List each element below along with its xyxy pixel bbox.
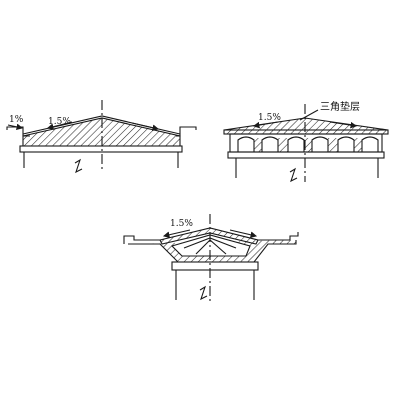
web-hatch-4 bbox=[328, 138, 338, 152]
cell-2 bbox=[261, 136, 279, 152]
break-mark-right bbox=[289, 167, 298, 183]
figure-bottom bbox=[123, 214, 299, 304]
triangular-layer-label: 三角垫层 bbox=[320, 100, 360, 113]
web-hatch-1 bbox=[254, 138, 262, 152]
right-parapet bbox=[258, 232, 299, 241]
slope-label-deck: 1.5% bbox=[48, 117, 71, 127]
inner-cell bbox=[170, 234, 251, 257]
slope-arrow-left bbox=[46, 121, 73, 130]
slope-arrow-b-left bbox=[162, 229, 191, 238]
figure-top-right bbox=[223, 104, 389, 183]
slope-arrow-right bbox=[131, 122, 160, 131]
cell-3 bbox=[287, 136, 305, 152]
slope-label-bottom: 1.5% bbox=[170, 219, 193, 229]
break-mark bbox=[74, 158, 83, 174]
cap-beam-right bbox=[227, 151, 385, 159]
slope-label-edge: 1% bbox=[9, 115, 24, 125]
slope-label-right: 1.5% bbox=[258, 113, 281, 123]
slope-arrow-r-right bbox=[329, 121, 358, 129]
cell-5 bbox=[337, 136, 355, 152]
slope-arrow-b-right bbox=[229, 229, 258, 238]
web-hatch-2 bbox=[278, 138, 288, 152]
slope-arrow-r-left bbox=[252, 121, 279, 129]
left-parapet bbox=[123, 235, 160, 244]
deck-plate bbox=[223, 129, 389, 135]
break-mark-bottom bbox=[199, 285, 208, 301]
cell-6 bbox=[361, 136, 379, 152]
cap-beam-bottom bbox=[171, 261, 259, 271]
web-hatch-3 bbox=[304, 138, 312, 152]
slope-arrow-edge bbox=[7, 123, 24, 131]
figure-top-left bbox=[6, 100, 197, 174]
label-leader bbox=[299, 109, 319, 121]
cell-4 bbox=[311, 136, 329, 152]
cap-beam bbox=[19, 145, 183, 153]
cell-1 bbox=[237, 136, 255, 152]
right-curb bbox=[176, 126, 197, 137]
web-hatch-5 bbox=[354, 138, 362, 152]
triangular-layer bbox=[223, 117, 389, 131]
